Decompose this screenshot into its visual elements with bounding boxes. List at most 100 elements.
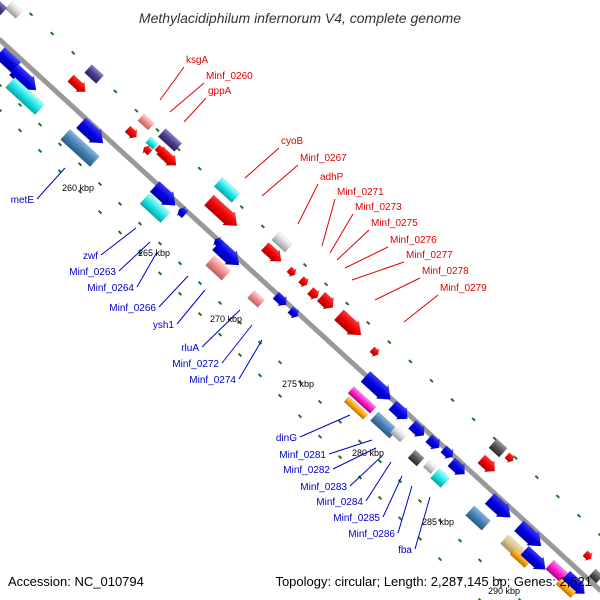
guide-dot <box>57 142 63 147</box>
tick-label: 280 kbp <box>352 448 384 458</box>
guide-dot <box>197 280 203 286</box>
forward-leader-line <box>261 164 299 197</box>
gene-feature <box>260 242 282 262</box>
forward-gene-label: Minf_0275 <box>371 218 418 229</box>
gene-feature <box>272 291 287 307</box>
gene-feature <box>389 425 407 443</box>
guide-dot <box>155 127 160 133</box>
guide-dot <box>239 205 244 210</box>
guide-dot <box>177 291 183 296</box>
guide-dot <box>337 419 343 424</box>
gene-feature <box>213 177 241 203</box>
forward-leader-line <box>403 294 439 323</box>
gene-feature <box>504 452 515 464</box>
reverse-leader-line <box>201 309 241 348</box>
reverse-leader-line <box>158 275 189 308</box>
gene-feature <box>477 454 495 473</box>
reverse-leader-line <box>349 455 383 487</box>
guide-dot <box>134 108 139 113</box>
gene-feature <box>408 420 425 437</box>
forward-leader-line <box>244 147 280 179</box>
guide-dot <box>257 373 263 378</box>
label-leader-lines <box>36 66 439 550</box>
guide-dot <box>113 89 118 94</box>
guide-dot <box>277 360 283 365</box>
guide-dot <box>49 31 55 36</box>
forward-leader-line <box>336 229 370 261</box>
gene-feature <box>347 386 377 414</box>
gene-feature <box>137 113 155 131</box>
forward-leader-line <box>329 213 354 254</box>
forward-gene-label: Minf_0260 <box>206 71 253 82</box>
reverse-gene-label: dinG <box>276 433 297 444</box>
guide-dot <box>317 434 323 439</box>
gene-feature <box>488 438 508 458</box>
gene-feature <box>142 144 153 156</box>
reverse-gene-label: Minf_0274 <box>189 375 236 386</box>
gene-feature <box>145 136 159 150</box>
gene-feature <box>247 290 265 308</box>
reverse-gene-label: Minf_0285 <box>333 513 380 524</box>
gene-feature <box>8 64 37 91</box>
gene-feature <box>316 291 334 310</box>
forward-gene-label: Minf_0278 <box>422 266 469 277</box>
reverse-leader-line <box>332 447 377 470</box>
guide-dot <box>297 379 303 385</box>
forward-leader-line <box>351 261 405 281</box>
gene-feature <box>360 371 391 400</box>
guide-dot <box>137 221 143 226</box>
gene-feature <box>149 181 176 206</box>
guide-dot <box>555 494 561 499</box>
reverse-gene-label: Minf_0283 <box>300 482 347 493</box>
forward-leader-line <box>159 66 185 101</box>
reverse-leader-line <box>365 461 392 502</box>
guide-dot <box>302 262 308 268</box>
forward-leader-line <box>321 198 336 247</box>
gene-feature <box>465 505 491 531</box>
guide-dot <box>117 201 123 206</box>
guide-dot <box>260 224 266 229</box>
guide-dot <box>117 230 123 235</box>
reverse-gene-label: Minf_0264 <box>87 283 134 294</box>
gene-feature <box>440 445 454 459</box>
forward-gene-label: Minf_0277 <box>406 250 453 261</box>
guide-dot <box>17 128 23 133</box>
reverse-leader-line <box>382 475 403 518</box>
guide-dot <box>513 455 518 460</box>
reverse-leader-line <box>36 167 66 200</box>
gene-feature <box>422 459 438 475</box>
guide-dot <box>237 320 243 325</box>
guide-dot <box>457 577 463 582</box>
reverse-gene-label: ysh1 <box>153 320 175 331</box>
guide-dot <box>344 301 350 306</box>
guide-dot <box>77 189 83 194</box>
reverse-gene-label: zwf <box>83 251 98 262</box>
guide-dot <box>37 148 43 153</box>
guide-dot <box>437 557 443 562</box>
guide-dot <box>0 107 3 113</box>
gene-feature <box>286 266 297 278</box>
gene-feature <box>555 577 577 599</box>
reverse-gene-label: fba <box>398 545 412 556</box>
gene-feature <box>425 434 441 450</box>
forward-gene-label: Minf_0271 <box>337 187 384 198</box>
guide-dot <box>217 332 223 337</box>
reverse-gene-label: metE <box>11 195 35 206</box>
gene-feature <box>333 309 362 336</box>
guide-dot <box>357 475 363 480</box>
gene-feature <box>430 468 450 488</box>
guide-dot <box>197 166 202 171</box>
guide-dot <box>408 359 413 364</box>
forward-leader-line <box>297 183 319 225</box>
gene-feature <box>203 194 238 227</box>
reverse-leader-line <box>299 414 351 438</box>
guide-dot <box>277 393 283 398</box>
guide-dot <box>97 209 103 215</box>
guide-dot <box>597 532 600 538</box>
guide-dot <box>157 271 163 276</box>
reverse-leader-line <box>100 227 137 256</box>
guide-dot <box>366 320 371 325</box>
